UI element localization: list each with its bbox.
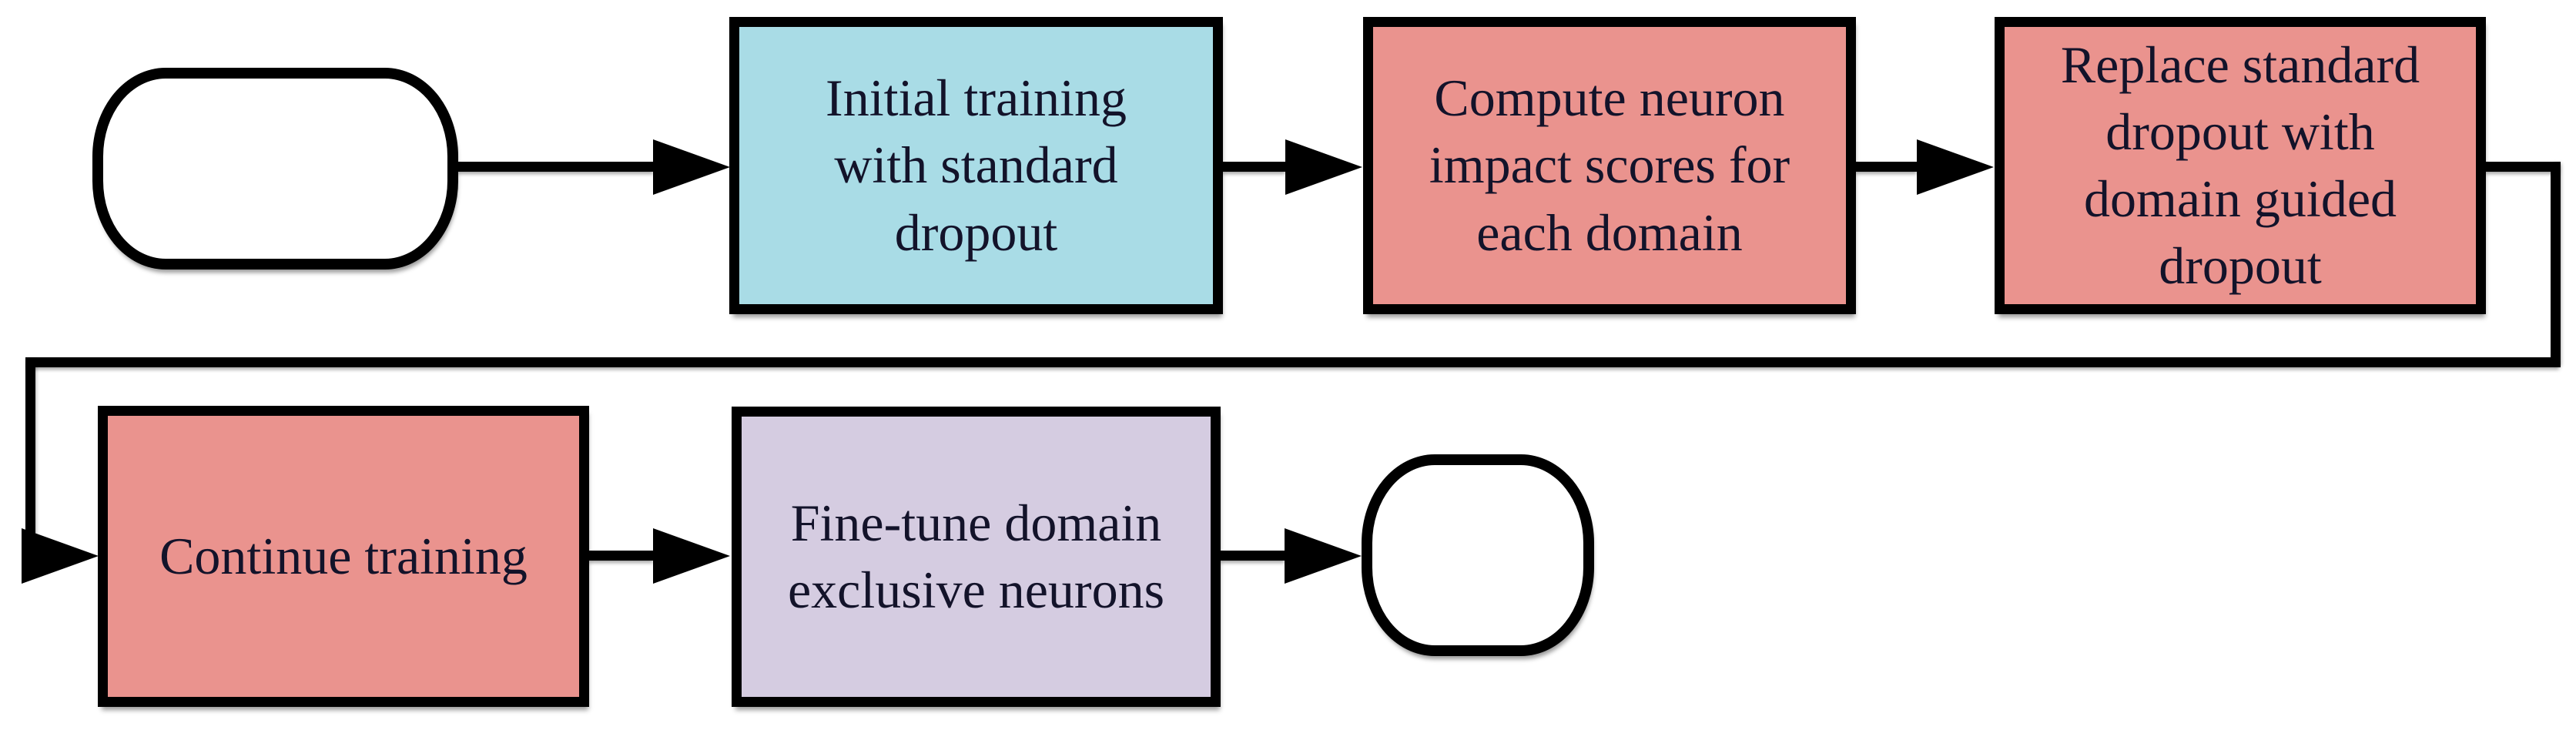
edge-continue-to-finetune-line bbox=[587, 551, 655, 561]
edge-initial-to-compute-arrowhead-icon bbox=[1285, 139, 1362, 195]
edge-start-to-initial-line bbox=[456, 162, 655, 172]
process-replace-dropout: Replace standard dropout with domain gui… bbox=[1995, 17, 2486, 314]
terminator-end bbox=[1362, 454, 1594, 656]
edge-wrap-left-down-line bbox=[25, 357, 35, 556]
edge-compute-to-replace-line bbox=[1854, 162, 1918, 172]
process-continue-training: Continue training bbox=[98, 406, 589, 707]
process-initial-training: Initial training with standard dropout bbox=[729, 17, 1223, 314]
process-compute-neuron-impact: Compute neuron impact scores for each do… bbox=[1363, 17, 1856, 314]
process-fine-tune-neurons: Fine-tune domain exclusive neurons bbox=[732, 407, 1221, 707]
edge-wrap-arrowhead-icon bbox=[22, 528, 99, 584]
edge-initial-to-compute-line bbox=[1221, 162, 1287, 172]
terminator-start bbox=[92, 68, 458, 270]
edge-finetune-to-end-line bbox=[1218, 551, 1286, 561]
edge-wrap-long-horizontal-line bbox=[25, 357, 2561, 367]
edge-start-to-initial-arrowhead-icon bbox=[653, 139, 730, 195]
edge-wrap-right-down-line bbox=[2551, 162, 2561, 367]
edge-wrap-exit-line bbox=[2484, 162, 2561, 172]
edge-compute-to-replace-arrowhead-icon bbox=[1917, 139, 1994, 195]
edge-continue-to-finetune-arrowhead-icon bbox=[653, 528, 730, 584]
edge-finetune-to-end-arrowhead-icon bbox=[1285, 528, 1362, 584]
